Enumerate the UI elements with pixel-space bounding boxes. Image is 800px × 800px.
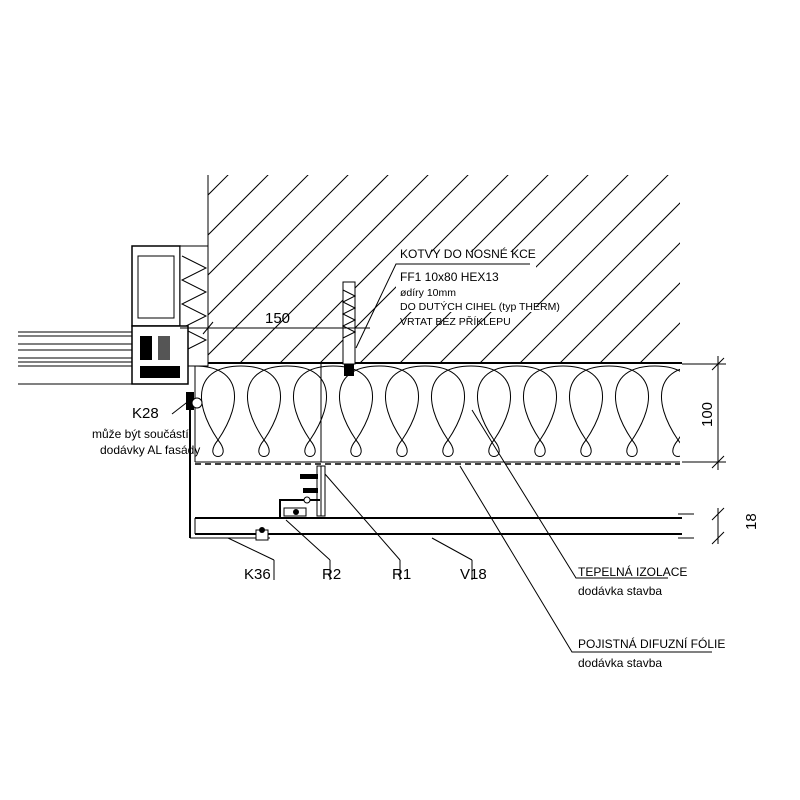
closing-sheet	[189, 395, 270, 539]
k28-note-1: může být součástí	[92, 427, 189, 441]
dimension-100: 100	[682, 356, 726, 470]
k28-label: K28	[132, 405, 159, 422]
anchor-spec: FF1 10x80 HEX13	[400, 270, 499, 284]
k28-note-2: dodávky AL fasády	[100, 443, 200, 457]
anchor-hole: ødíry 10mm	[400, 287, 456, 299]
dimension-150: 150	[180, 310, 370, 335]
bracket-r2	[279, 499, 320, 517]
v18-label: V18	[460, 566, 487, 583]
wall-anchor	[341, 281, 357, 376]
anchor-base: DO DUTÝCH CIHEL (typ THERM)	[400, 300, 560, 313]
insulation-note: dodávka stavba	[578, 584, 662, 598]
insulation-title: TEPELNÁ IZOLACE	[578, 564, 687, 579]
r1-label: R1	[392, 566, 411, 583]
rail-r1	[316, 364, 326, 517]
dimension-150-label: 150	[265, 310, 290, 327]
connector-k28	[186, 392, 203, 410]
anchor-title: KOTVY DO NOSNÉ KCE	[400, 246, 536, 261]
anchor-drill: VRTAT BEZ PŘÍKLEPU	[400, 315, 511, 328]
k28-callout: K28 může být součástí dodávky AL fasády	[92, 399, 200, 457]
rail-screws	[300, 474, 318, 504]
bottom-leaders	[227, 409, 712, 653]
anchor-note: KOTVY DO NOSNÉ KCE FF1 10x80 HEX13 ødíry…	[355, 246, 560, 349]
thermal-insulation	[194, 364, 680, 463]
facade-board-v18	[194, 513, 694, 539]
k36-label: K36	[244, 566, 271, 583]
foil-title: POJISTNÁ DIFUZNÍ FÓLIE	[578, 636, 725, 651]
dimension-18-label: 18	[743, 513, 760, 530]
dimension-18: 18	[711, 507, 760, 545]
r2-label: R2	[322, 566, 341, 583]
foil-note: dodávka stavba	[578, 656, 662, 670]
fastener-k36	[255, 527, 269, 541]
window-frame	[18, 245, 209, 385]
dimension-100-label: 100	[699, 402, 716, 427]
